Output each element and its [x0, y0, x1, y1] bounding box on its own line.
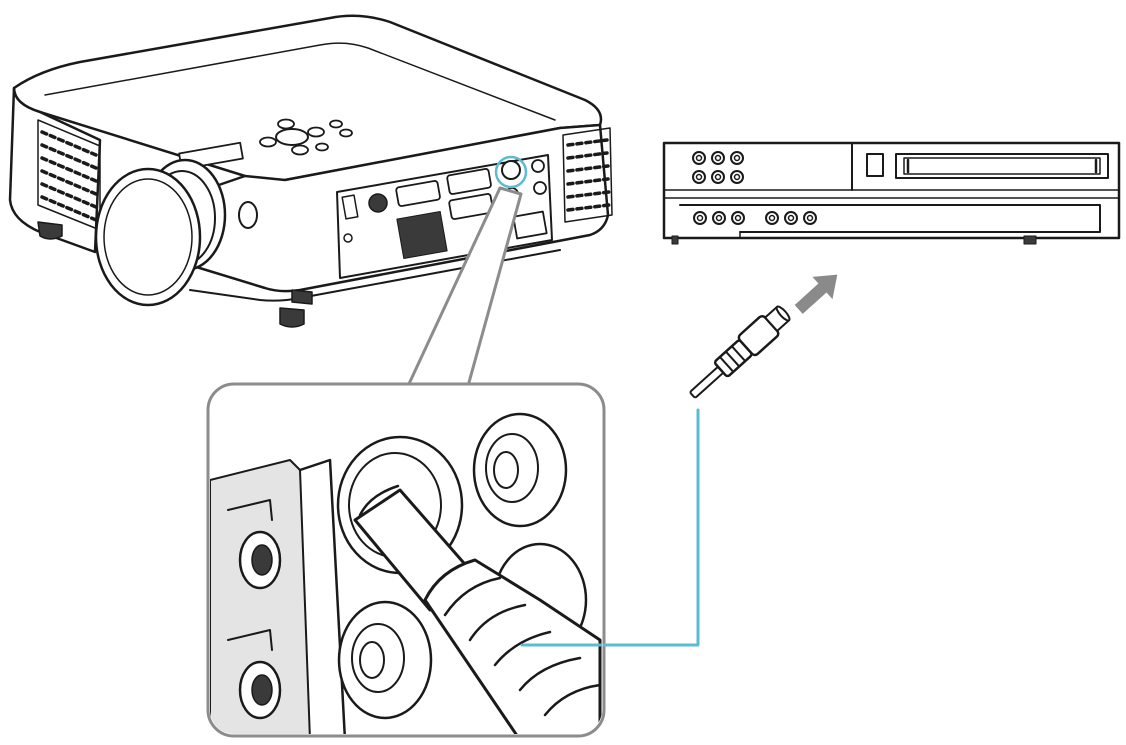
rca-plug: [689, 305, 791, 399]
projector-feet: [37, 221, 313, 328]
callout-rca-plug: [353, 484, 602, 734]
projector-connector-panel: [336, 154, 553, 279]
video-player: [662, 141, 1121, 245]
player-foot-left: [671, 235, 679, 245]
projector-right-vent: [562, 127, 613, 223]
player-output-jacks: [693, 211, 817, 225]
player-front-jacks: [692, 151, 744, 184]
player-foot-right: [1023, 235, 1037, 245]
projector-top-panel: [44, 42, 556, 121]
video-input-highlight: [494, 155, 528, 189]
insert-direction-arrow: [794, 274, 838, 314]
video-input-zoom-callout: [206, 186, 606, 738]
video-cable: [602, 408, 700, 647]
callout-pointer: [406, 186, 523, 387]
callout-panel-edge: [210, 459, 311, 734]
player-display: [866, 153, 884, 177]
callout-left-jacks: [238, 530, 282, 720]
projector: [8, 14, 613, 328]
projector-lens: [94, 158, 258, 307]
